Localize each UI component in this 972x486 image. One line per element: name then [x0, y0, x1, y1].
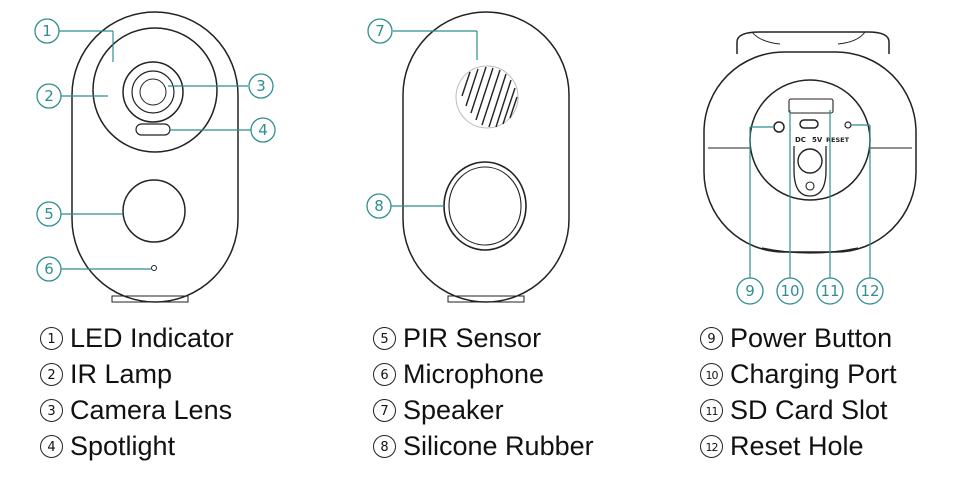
legend-label: Microphone: [403, 359, 545, 389]
callout-number: 1: [42, 22, 52, 40]
callout-number: 12: [860, 282, 879, 300]
legend-label: Silicone Rubber: [403, 431, 594, 461]
camera-bottom-view: DC 5V RESET: [703, 31, 917, 254]
power-button: [773, 121, 785, 133]
callout-number: 7: [375, 22, 385, 40]
camera-back-view: [402, 11, 570, 303]
callout-marker-1: 1: [34, 18, 60, 44]
legend-item: 8 Silicone Rubber: [373, 428, 594, 464]
legend-column-2: 5 PIR Sensor 6 Microphone 7 Speaker 8 Si…: [373, 320, 594, 464]
legend-label: Power Button: [730, 323, 893, 353]
port-cover: [788, 98, 834, 114]
tripod-mount: [797, 148, 823, 174]
callout-marker-11: 11: [816, 277, 844, 305]
camera-front-view: [71, 11, 239, 303]
pir-sensor-shape: [122, 179, 186, 243]
legend-number: 10: [700, 362, 723, 386]
callout-marker-4: 4: [250, 117, 276, 143]
legend-label: Speaker: [403, 395, 504, 425]
legend-item: 4 Spotlight: [40, 428, 234, 464]
back-base-detail: [447, 295, 525, 303]
legend-label: Spotlight: [70, 431, 176, 461]
legend-number: 5: [373, 326, 396, 350]
legend-label: IR Lamp: [70, 359, 173, 389]
speaker-grille: [455, 65, 519, 129]
dc-label: DC: [795, 136, 806, 144]
callout-number: 4: [258, 121, 268, 139]
charging-port: [799, 119, 819, 129]
callout-marker-3: 3: [248, 73, 274, 99]
callout-number: 2: [44, 87, 54, 105]
callout-number: 8: [374, 197, 384, 215]
callout-number: 6: [44, 260, 54, 278]
legend-number: 6: [373, 362, 396, 386]
legend-item: 12 Reset Hole: [700, 428, 897, 464]
callout-number: 3: [256, 77, 266, 95]
callout-marker-9: 9: [736, 277, 764, 305]
camera-diagram: DC 5V RESET 1 2: [34, 11, 917, 305]
legend-item: 1 LED Indicator: [40, 320, 234, 356]
legend-item: 3 Camera Lens: [40, 392, 234, 428]
silicone-rubber-inner: [448, 166, 522, 246]
legend-item: 2 IR Lamp: [40, 356, 234, 392]
legend-item: 7 Speaker: [373, 392, 594, 428]
legend-item: 11 SD Card Slot: [700, 392, 897, 428]
callout-markers: 1 2 3 4 5 6 7 8: [34, 18, 884, 305]
spotlight-shape: [135, 123, 171, 136]
legend-number: 9: [700, 326, 723, 350]
legend-item: 9 Power Button: [700, 320, 897, 356]
callout-number: 10: [780, 282, 799, 300]
callout-marker-7: 7: [367, 18, 393, 44]
legend-item: 5 PIR Sensor: [373, 320, 594, 356]
legend-label: Camera Lens: [70, 395, 233, 425]
reset-hole: [844, 121, 852, 129]
mount-top: [736, 31, 890, 54]
legend-label: PIR Sensor: [403, 323, 542, 353]
legend-number: 7: [373, 398, 396, 422]
back-body-outline: [402, 11, 570, 303]
callout-number: 5: [44, 205, 54, 223]
legend-label: Charging Port: [730, 359, 897, 389]
callout-marker-5: 5: [36, 201, 62, 227]
legend-column-3: 9 Power Button 10 Charging Port 11 SD Ca…: [700, 320, 897, 464]
legend-number: 4: [40, 434, 63, 458]
legend-number: 2: [40, 362, 63, 386]
legend-number: 3: [40, 398, 63, 422]
camera-lens-core: [139, 78, 167, 106]
legend-number: 12: [700, 434, 723, 458]
reset-label: RESET: [826, 136, 850, 144]
callout-number: 9: [745, 282, 755, 300]
legend-item: 6 Microphone: [373, 356, 594, 392]
v5-label: 5V: [812, 136, 823, 144]
legend-label: Reset Hole: [730, 431, 864, 461]
callout-marker-2: 2: [36, 83, 62, 109]
front-base-detail: [111, 295, 189, 303]
microphone-hole: [151, 265, 157, 271]
callout-marker-10: 10: [776, 277, 804, 305]
callout-leaders: [59, 30, 871, 278]
legend-label: SD Card Slot: [730, 395, 888, 425]
legend-item: 10 Charging Port: [700, 356, 897, 392]
legend-number: 1: [40, 326, 63, 350]
callout-marker-12: 12: [856, 277, 884, 305]
legend-column-1: 1 LED Indicator 2 IR Lamp 3 Camera Lens …: [40, 320, 234, 464]
callout-number: 11: [820, 282, 839, 300]
callout-marker-8: 8: [366, 193, 392, 219]
callout-marker-6: 6: [36, 256, 62, 282]
legend-number: 11: [700, 398, 723, 422]
legend-number: 8: [373, 434, 396, 458]
legend-label: LED Indicator: [70, 323, 234, 353]
